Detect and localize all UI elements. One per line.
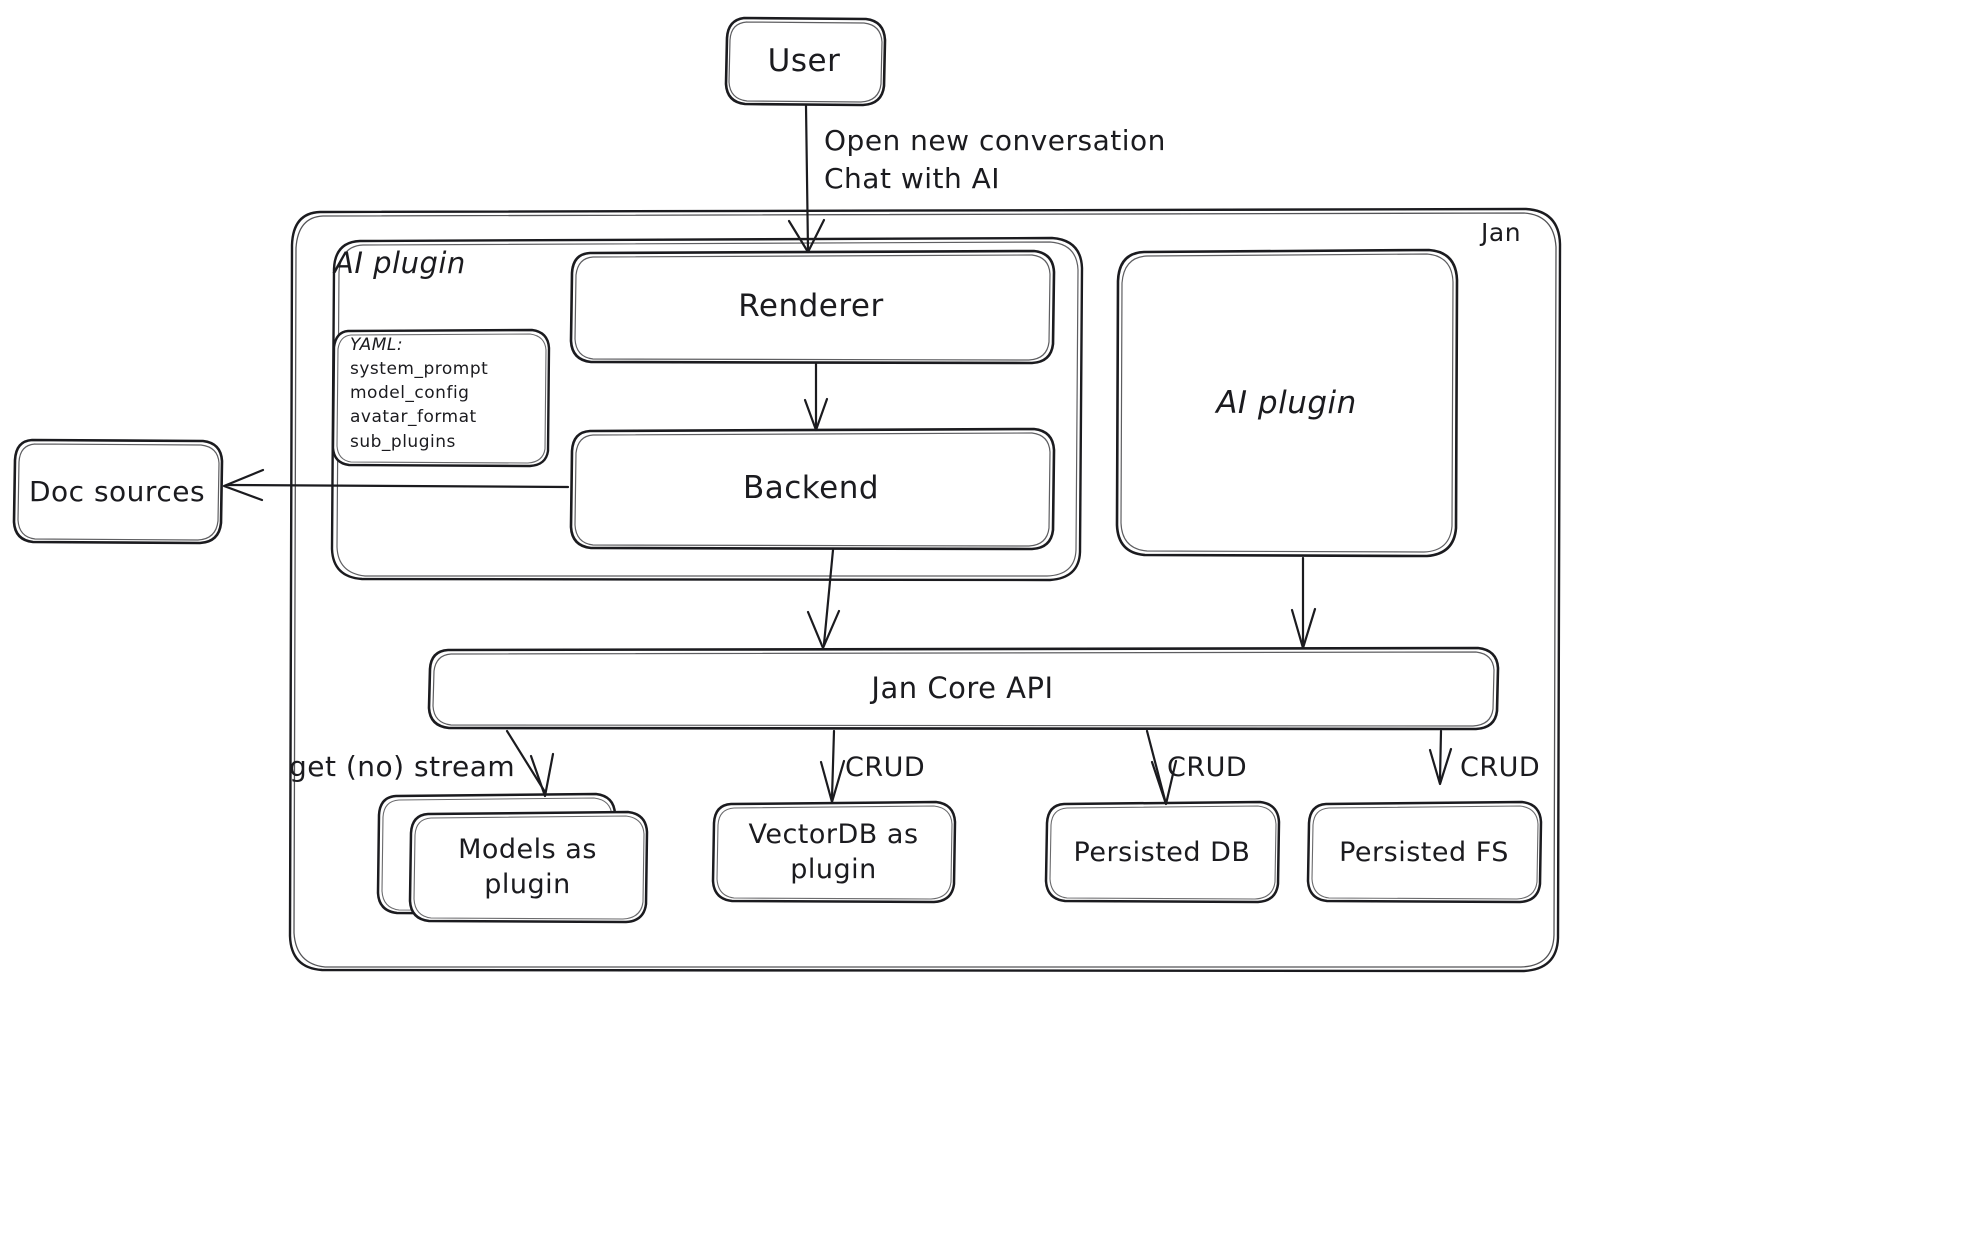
node-user-label: User <box>767 42 841 79</box>
node-user[interactable]: User <box>724 17 884 106</box>
node-persisted-fs-label: Persisted FS <box>1339 836 1509 868</box>
edge-label-user-to-renderer: Open new conversation Chat with AI <box>824 124 1166 195</box>
node-vectordb[interactable]: VectorDB as plugin <box>712 803 955 903</box>
yaml-card-line-0: system_prompt <box>350 359 489 380</box>
node-ai-plugin-box-outline <box>1115 248 1459 558</box>
node-backend[interactable]: Backend <box>569 430 1053 548</box>
node-doc-sources-label: Doc sources <box>28 475 206 509</box>
group-label-jan: Jan <box>1481 218 1522 247</box>
node-vectordb-label: VectorDB as plugin <box>748 819 919 885</box>
node-ai-plugin-box-label: AI plugin <box>1216 384 1357 421</box>
node-jan-core-api[interactable]: Jan Core API <box>428 649 1497 729</box>
yaml-card-title: YAML: <box>350 335 404 355</box>
group-label-ai-plugin: AI plugin <box>334 246 466 280</box>
node-jan-core-api-label: Jan Core API <box>871 671 1054 706</box>
yaml-card-line-2: avatar_format <box>350 407 477 428</box>
node-models-as-plugin[interactable]: Models as plugin <box>408 813 647 923</box>
arrow-aiplugin-to-core <box>1290 556 1317 650</box>
edge-label-core-to-persisted-fs: CRUD <box>1460 752 1541 783</box>
edge-label-core-to-vectordb: CRUD <box>845 752 926 783</box>
arrow-user-to-renderer <box>787 104 826 254</box>
node-doc-sources[interactable]: Doc sources <box>12 439 222 545</box>
arrow-core-to-models <box>505 729 555 798</box>
group-ai-plugin-outline <box>330 236 1084 582</box>
node-persisted-db[interactable]: Persisted DB <box>1045 803 1279 903</box>
arrow-core-to-persisted-db <box>1145 729 1178 806</box>
node-backend-label: Backend <box>742 470 880 507</box>
node-yaml-card-outline <box>331 328 551 468</box>
node-renderer-label: Renderer <box>738 288 884 325</box>
node-renderer-outline <box>569 249 1056 365</box>
node-persisted-fs-outline <box>1306 800 1543 904</box>
node-models-as-plugin-label: Models as plugin <box>458 834 597 900</box>
yaml-card-line-1: model_config <box>350 383 470 404</box>
node-models-as-plugin-outline <box>408 810 649 924</box>
yaml-card-line-3: sub_plugins <box>350 431 456 452</box>
edge-label-core-to-persisted-db: CRUD <box>1167 752 1248 783</box>
arrow-renderer-to-backend <box>803 362 829 432</box>
node-doc-sources-outline <box>12 438 224 545</box>
arrow-core-to-vectordb <box>819 729 846 804</box>
arrow-core-to-persisted-fs <box>1428 729 1453 786</box>
node-ai-plugin-box[interactable]: AI plugin <box>1116 251 1457 556</box>
node-user-outline <box>724 16 887 107</box>
node-backend-outline <box>569 427 1056 551</box>
node-jan-core-api-outline <box>427 646 1500 731</box>
node-yaml-card: YAML: system_prompt model_config avatar_… <box>350 333 540 454</box>
node-vectordb-outline <box>711 800 957 904</box>
node-persisted-fs[interactable]: Persisted FS <box>1307 803 1541 903</box>
node-persisted-db-label: Persisted DB <box>1073 836 1251 868</box>
arrow-backend-to-core <box>806 548 841 650</box>
group-jan-outline <box>288 207 1562 973</box>
arrow-backend-to-doc-sources <box>222 468 570 502</box>
node-persisted-db-outline <box>1044 800 1281 904</box>
edge-label-core-to-models: get (no) stream <box>289 750 516 783</box>
node-renderer[interactable]: Renderer <box>569 252 1053 362</box>
